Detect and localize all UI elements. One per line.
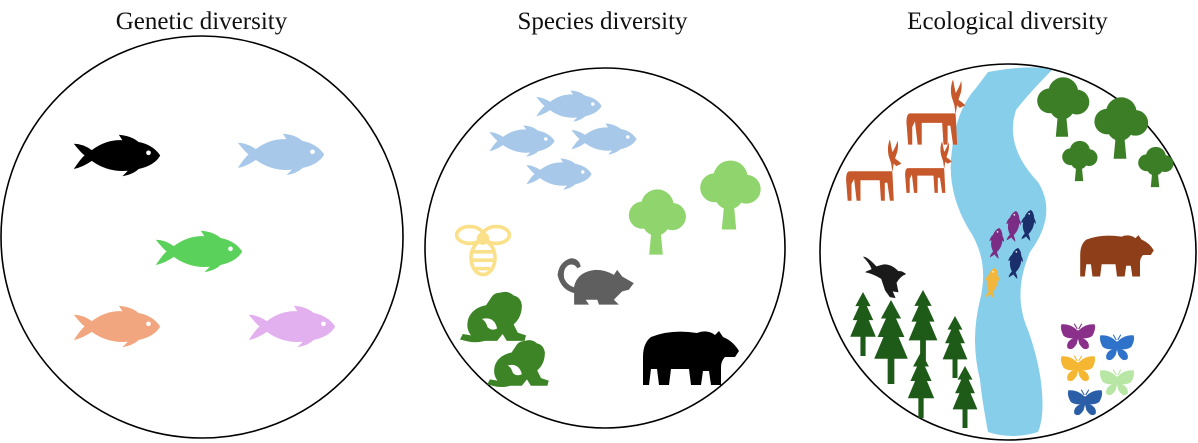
species-circle bbox=[425, 68, 785, 428]
genetic-panel bbox=[1, 36, 403, 438]
ecological-panel bbox=[820, 64, 1196, 440]
species-panel bbox=[425, 68, 785, 428]
